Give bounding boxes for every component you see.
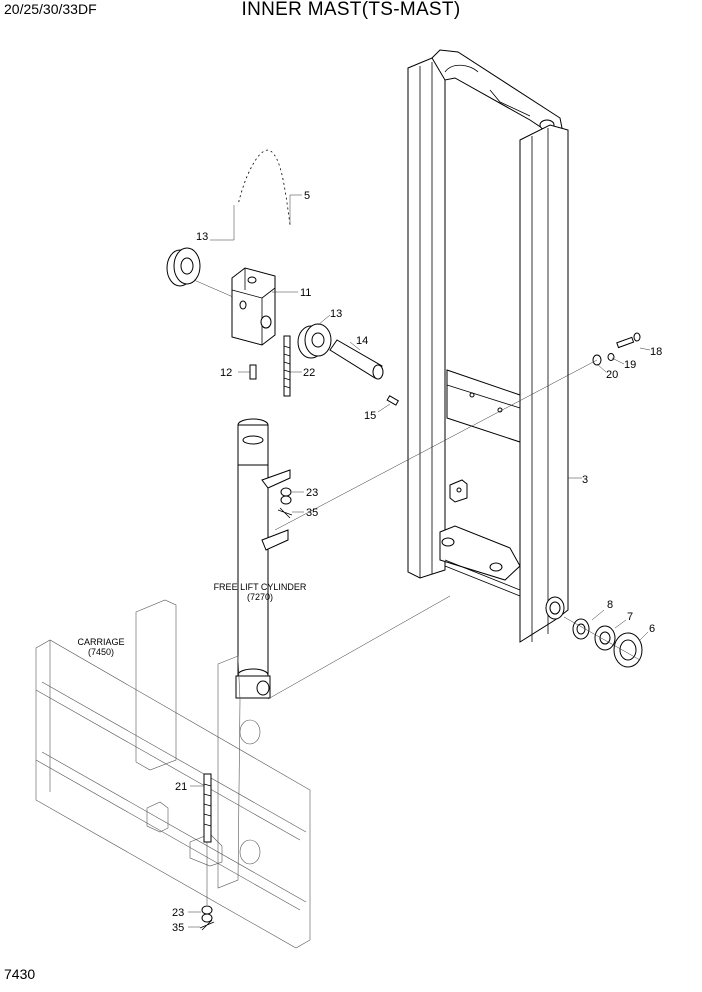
callout-35-upper: 35 [306,507,318,519]
callout-20: 20 [606,369,618,381]
callout-7: 7 [627,611,633,623]
callout-8: 8 [607,599,613,611]
sheave-left [166,247,241,301]
free-lift-cylinder [235,418,451,700]
note-free-lift-cylinder-ref: (7270) [247,592,273,602]
callout-3: 3 [582,474,588,486]
bolt-washer-group [274,332,641,531]
inner-mast-frame [407,49,569,643]
note-carriage: CARRIAGE [77,637,124,647]
anchor-bolt-21 [203,773,212,905]
callout-13-left: 13 [196,231,208,243]
callout-13-right: 13 [330,308,342,320]
callout-19: 19 [624,359,636,371]
small-bolts [249,364,400,406]
callout-6: 6 [649,623,655,635]
lift-chain [210,148,292,241]
sheave-bracket [231,267,276,346]
callout-11: 11 [300,287,311,299]
leader-lines [188,194,651,928]
sheave-right [297,323,384,380]
nut-pin-lower [199,905,215,931]
anchor-bolt-22 [283,335,291,397]
note-free-lift-cylinder: FREE LIFT CYLINDER [214,582,307,592]
callout-14: 14 [356,335,368,347]
callout-5: 5 [304,190,310,202]
page-title: INNER MAST(TS-MAST) [241,0,461,20]
callout-22: 22 [303,367,315,379]
callout-23-lower: 23 [172,907,184,919]
callout-15: 15 [364,410,376,422]
callout-21: 21 [175,781,187,793]
page-number: 7430 [4,966,36,982]
nut-pin-upper [277,487,293,519]
carriage-outline [35,599,311,949]
callout-35-lower: 35 [172,922,184,934]
model-label: 20/25/30/33DF [4,1,97,17]
callout-18: 18 [650,346,662,358]
roller-bearing-group [563,616,643,668]
callout-12: 12 [220,367,232,379]
note-carriage-ref: (7450) [88,647,114,657]
callout-23-upper: 23 [306,487,318,499]
